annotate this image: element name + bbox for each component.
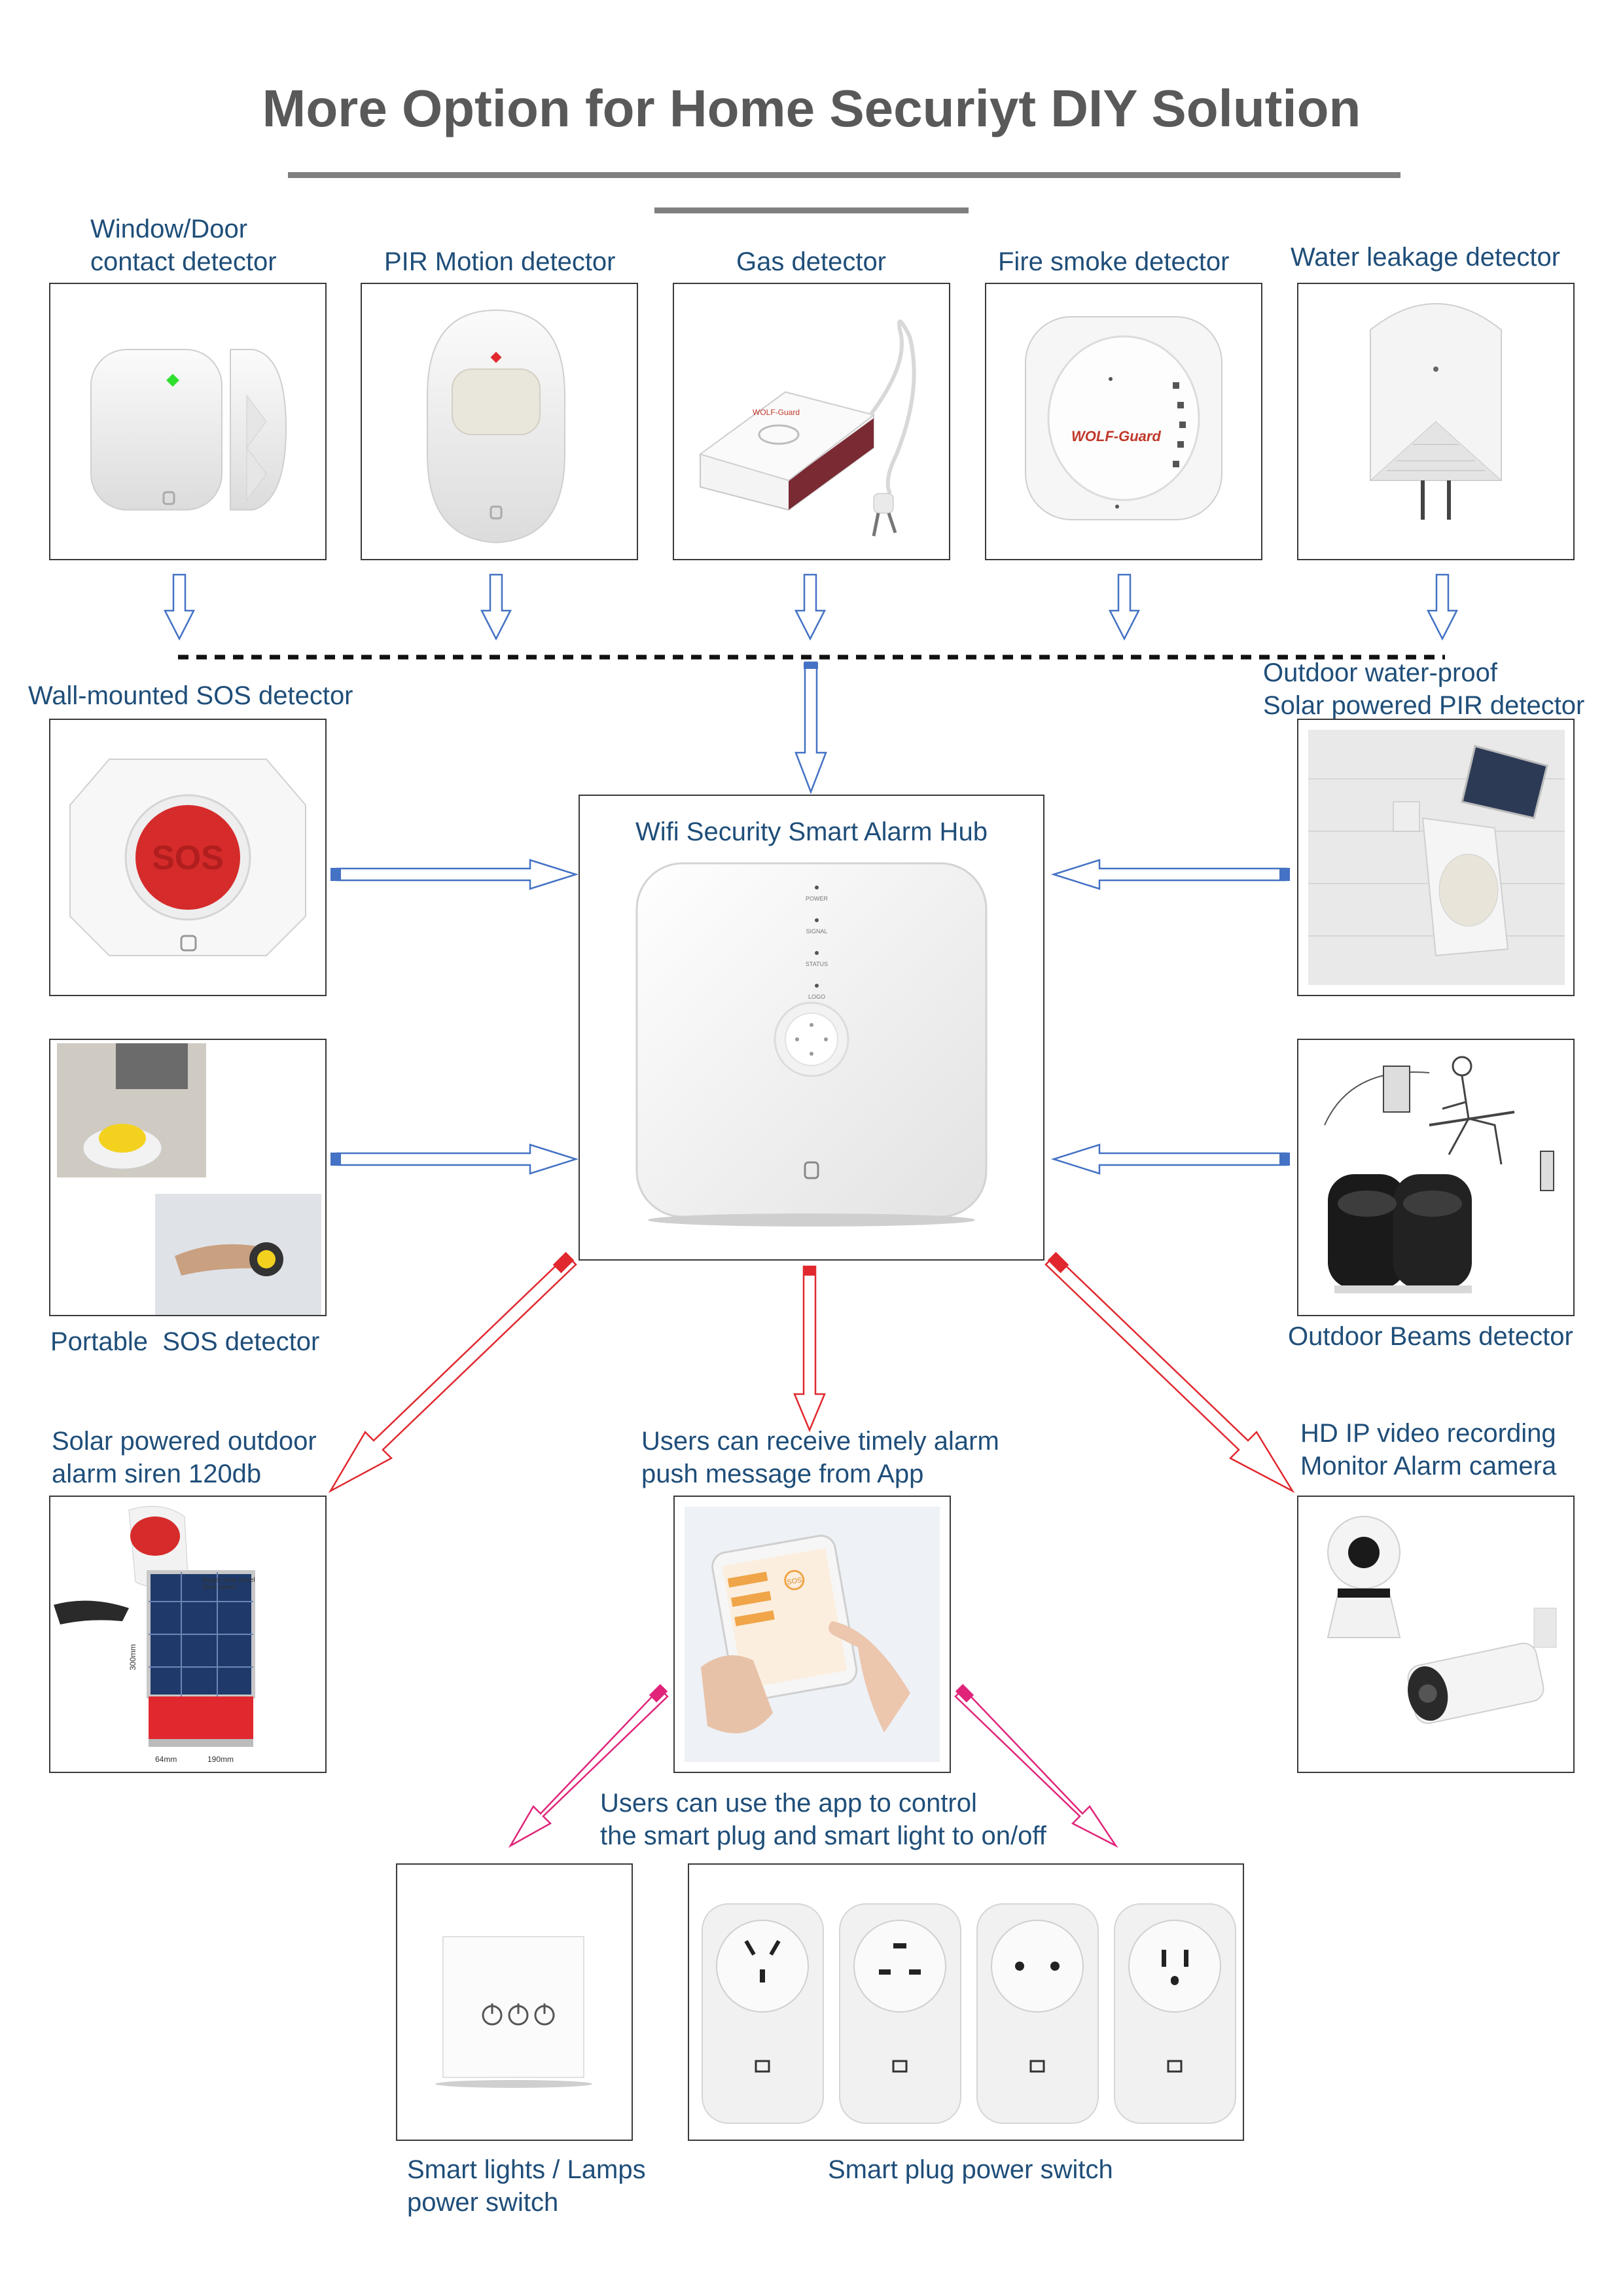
wall-sos-card: SOS — [49, 719, 327, 996]
plugs-card — [688, 1863, 1244, 2141]
sos-button-text: SOS — [152, 839, 224, 877]
smoke-sensor-card: WOLF-Guard — [985, 283, 1262, 560]
arrow-smoke-down — [1109, 573, 1140, 640]
label-lights: Smart lights / Lamps power switch — [407, 2155, 646, 2217]
hub-label: Wifi Security Smart Alarm Hub — [635, 817, 988, 846]
arrow-gas-down — [794, 573, 826, 640]
label-water-sensor: Water leakage detector — [1291, 243, 1561, 272]
siren-dim-height: 300mm — [128, 1644, 137, 1670]
arrow-app-to-lights — [508, 1687, 669, 1848]
camera-image — [1327, 1516, 1557, 1724]
title-underline — [288, 172, 1400, 178]
arrow-hub-to-camera — [1044, 1254, 1295, 1494]
label-pir-sensor: PIR Motion detector — [384, 247, 616, 276]
label-wall-sos: Wall-mounted SOS detector — [28, 681, 353, 710]
hub-led-signal: SIGNAL — [806, 928, 827, 935]
label-portable-sos: Portable SOS detector — [50, 1327, 320, 1356]
beams-card — [1297, 1039, 1575, 1316]
arrow-wall-sos-to-hub — [336, 859, 579, 890]
arrow-hub-to-siren — [328, 1254, 577, 1494]
label-solar-pir: Outdoor water-proof Solar powered PIR de… — [1263, 658, 1585, 720]
lights-image — [435, 1936, 592, 2088]
gas-sensor-image: WOLF-Guard — [698, 319, 916, 537]
water-sensor-card — [1297, 283, 1575, 560]
hub-led-power: POWER — [806, 895, 829, 902]
title-subline — [654, 207, 969, 213]
hub-image: POWER SIGNAL STATUS LOGO — [635, 862, 988, 1227]
hub-led-logo: LOGO — [808, 994, 825, 1000]
app-card: SOS — [673, 1496, 951, 1773]
arrow-beams-to-hub — [1050, 1143, 1287, 1175]
wall-sos-image: SOS — [69, 759, 306, 956]
label-plugs: Smart plug power switch — [828, 2155, 1113, 2184]
hub-led-status: STATUS — [806, 961, 828, 967]
solar-pir-image — [1308, 730, 1565, 985]
label-gas-sensor: Gas detector — [736, 247, 887, 276]
app-image: SOS — [685, 1507, 940, 1762]
solar-pir-card — [1297, 719, 1575, 996]
pir-sensor-image — [427, 309, 565, 544]
arrow-water-down — [1427, 573, 1458, 640]
smoke-brand-text: WOLF-Guard — [1071, 428, 1161, 444]
gas-brand-text: WOLF-Guard — [753, 408, 800, 417]
door-sensor-image — [90, 349, 287, 511]
hub-card: Wifi Security Smart Alarm Hub POWER SIGN… — [579, 795, 1044, 1261]
camera-card — [1297, 1496, 1575, 1773]
app-screen-text: SOS — [787, 1576, 803, 1587]
label-siren: Solar powered outdoor alarm siren 120db — [52, 1427, 317, 1488]
portable-sos-card — [49, 1039, 327, 1316]
label-door-sensor: Window/Door contact detector — [90, 215, 277, 276]
lights-card — [396, 1863, 633, 2141]
door-sensor-card — [49, 283, 327, 560]
arrow-pir-down — [480, 573, 512, 640]
arrow-door-down — [164, 573, 195, 640]
gas-sensor-card: WOLF-Guard — [673, 283, 950, 560]
water-sensor-image — [1369, 303, 1503, 520]
label-camera: HD IP video recording Monitor Alarm came… — [1300, 1419, 1557, 1480]
beams-image — [1324, 1056, 1554, 1293]
smoke-sensor-image: WOLF-Guard — [1025, 316, 1222, 520]
label-beams: Outdoor Beams detector — [1288, 1322, 1573, 1351]
plugs-image — [702, 1903, 1236, 2124]
siren-dim-depth: 64mm — [155, 1755, 177, 1764]
pir-sensor-card — [361, 283, 638, 560]
label-app: Users can receive timely alarm push mess… — [641, 1427, 999, 1488]
arrow-app-to-plugs — [954, 1687, 1118, 1848]
portable-sos-image — [57, 1043, 321, 1315]
label-smoke-sensor: Fire smoke detector — [998, 247, 1230, 276]
arrow-portable-sos-to-hub — [336, 1143, 579, 1175]
arrow-bus-to-hub — [794, 661, 827, 795]
arrow-hub-to-app — [793, 1265, 826, 1433]
label-control-note: Users can use the app to control the sma… — [600, 1789, 1046, 1850]
siren-dim-width: 190mm — [207, 1755, 234, 1764]
page-title: More Option for Home Securiyt DIY Soluti… — [262, 79, 1361, 137]
arrow-solar-pir-to-hub — [1050, 859, 1287, 890]
